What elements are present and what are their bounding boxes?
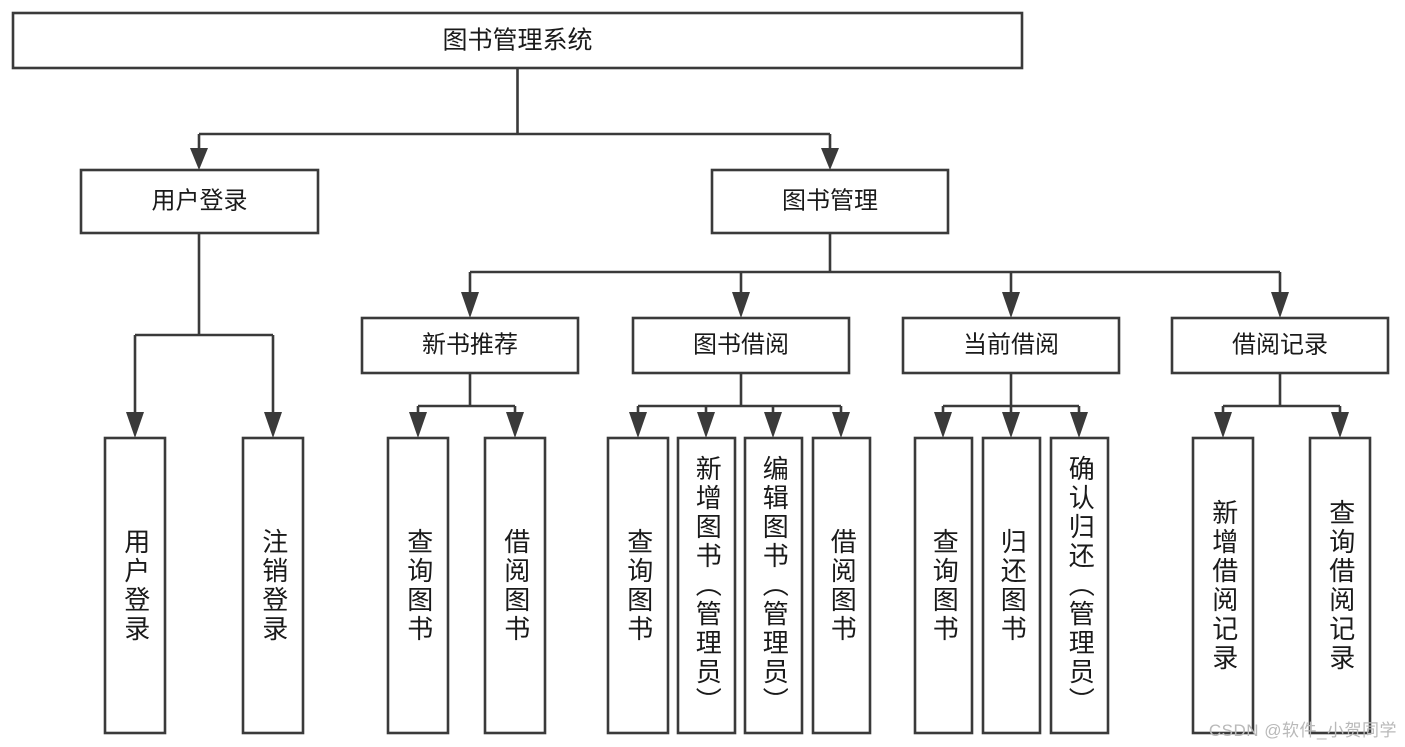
node-book-management-label: 图书管理 <box>782 187 878 214</box>
arrow-head-icon <box>1331 412 1349 438</box>
leaf-box-query-book-newbook[interactable] <box>386 436 450 735</box>
node-root-label: 图书管理系统 <box>442 27 592 55</box>
arrow-head-icon <box>1271 292 1289 318</box>
node-current-borrow-box[interactable] <box>901 316 1121 375</box>
node-new-book-recommend-label: 新书推荐 <box>422 331 518 358</box>
node-borrow-record[interactable]: 借阅记录 <box>1170 316 1390 375</box>
connector-book-borrow <box>636 373 843 416</box>
leaf-box-query-book-current[interactable] <box>913 436 974 735</box>
leaf-box-add-borrow-record[interactable] <box>1191 436 1255 735</box>
arrow-head-icon <box>1002 412 1020 438</box>
node-user-login[interactable]: 用户登录 <box>79 168 320 235</box>
node-user-login-box[interactable] <box>79 168 320 235</box>
leaf-boxes <box>103 436 1372 735</box>
arrow-head-icon <box>697 412 715 438</box>
leaf-box-borrow-book[interactable] <box>811 436 872 735</box>
node-root[interactable]: 图书管理系统 <box>11 11 1024 70</box>
connector-new-book <box>416 373 517 416</box>
connector-current-borrow <box>941 373 1081 416</box>
node-book-borrow-label: 图书借阅 <box>693 331 789 358</box>
node-book-borrow[interactable]: 图书借阅 <box>631 316 851 375</box>
leaf-box-query-book-borrow[interactable] <box>606 436 670 735</box>
connector-borrow-record <box>1221 373 1342 416</box>
node-current-borrow-label: 当前借阅 <box>963 331 1059 358</box>
node-borrow-record-box[interactable] <box>1170 316 1390 375</box>
node-current-borrow[interactable]: 当前借阅 <box>901 316 1121 375</box>
leaf-box-add-book-admin[interactable] <box>676 436 737 735</box>
arrow-head-icon <box>409 412 427 438</box>
node-book-management-box[interactable] <box>710 168 950 235</box>
arrow-head-icon <box>264 412 282 438</box>
connector-group-current-to-leaves <box>934 373 1088 438</box>
node-book-borrow-box[interactable] <box>631 316 851 375</box>
leaf-box-query-borrow-record[interactable] <box>1308 436 1372 735</box>
node-new-book-recommend-box[interactable] <box>360 316 580 375</box>
leaf-box-edit-book-admin[interactable] <box>743 436 804 735</box>
connector-root <box>197 68 832 152</box>
node-borrow-record-label: 借阅记录 <box>1232 331 1328 358</box>
connector-group-bookmgmt-to-level3 <box>461 233 1289 318</box>
arrow-head-icon <box>461 292 479 318</box>
leaf-box-return-book[interactable] <box>981 436 1042 735</box>
connector-group-newbook-to-leaves <box>409 373 524 438</box>
arrow-head-icon <box>190 148 208 170</box>
node-new-book-recommend[interactable]: 新书推荐 <box>360 316 580 375</box>
node-root-box[interactable] <box>11 11 1024 70</box>
connector-group-record-to-leaves <box>1214 373 1349 438</box>
node-user-login-label: 用户登录 <box>152 187 248 214</box>
leaf-box-logout[interactable] <box>241 436 305 735</box>
arrow-head-icon <box>126 412 144 438</box>
connector-user-login <box>133 233 275 416</box>
arrow-head-icon <box>629 412 647 438</box>
connector-book-management <box>468 233 1282 296</box>
watermark-text: CSDN @软件_小贺同学 <box>1208 721 1397 740</box>
connector-group-borrow-to-leaves <box>629 373 850 438</box>
node-book-management[interactable]: 图书管理 <box>710 168 950 235</box>
arrow-head-icon <box>764 412 782 438</box>
connector-group-root-to-level2 <box>190 68 839 170</box>
arrow-head-icon <box>732 292 750 318</box>
leaf-box-user-login[interactable] <box>103 436 167 735</box>
arrow-head-icon <box>934 412 952 438</box>
leaf-box-borrow-book-newbook[interactable] <box>483 436 547 735</box>
arrow-head-icon <box>1070 412 1088 438</box>
arrow-head-icon <box>1214 412 1232 438</box>
arrow-head-icon <box>506 412 524 438</box>
arrow-head-icon <box>1002 292 1020 318</box>
arrow-head-icon <box>821 148 839 170</box>
arrow-head-icon <box>832 412 850 438</box>
connector-group-userlogin-to-leaves <box>126 233 282 438</box>
leaf-box-confirm-return-admin[interactable] <box>1049 436 1110 735</box>
